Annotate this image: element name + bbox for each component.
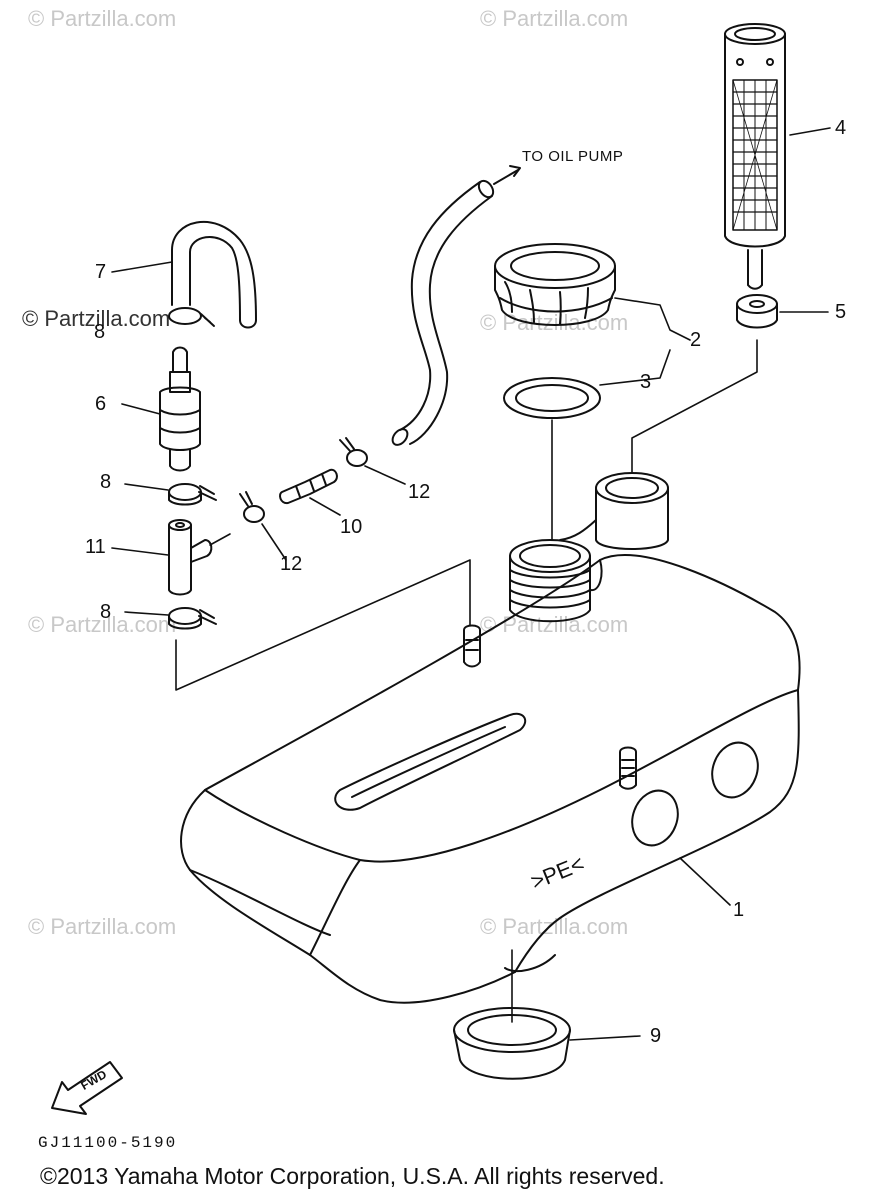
tee-joint-part-11 (168, 519, 213, 596)
filler-cap-part-2 (494, 243, 616, 326)
watermark: © Partzilla.com (28, 914, 177, 939)
to-oil-pump-label: TO OIL PUMP (522, 148, 624, 165)
clamp-part-8-mid (168, 483, 217, 506)
clamp-part-12-right (339, 437, 368, 467)
grommet-part-5 (736, 294, 778, 329)
watermark: © Partzilla.com (28, 612, 177, 637)
watermark-dark: © Partzilla.com (22, 306, 171, 331)
watermark: © Partzilla.com (28, 6, 177, 31)
callout-9: 9 (650, 1025, 662, 1047)
oil-tank-part-1 (180, 554, 801, 1004)
callout-3: 3 (640, 371, 652, 393)
watermark: © Partzilla.com (480, 612, 629, 637)
joint-part-10 (279, 468, 338, 505)
filler-neck (509, 539, 603, 623)
tank-hose-fitting (463, 624, 481, 668)
callout-8: 8 (100, 471, 112, 493)
clamp-part-8-top (168, 307, 215, 327)
strainer-part-4 (724, 23, 786, 290)
clamp-part-8-low (168, 607, 217, 630)
oil-pump-hose (391, 165, 521, 446)
callout-11: 11 (85, 536, 106, 558)
fwd-arrow-icon (51, 1061, 123, 1115)
callout-5: 5 (835, 301, 847, 323)
callout-8: 8 (94, 321, 106, 343)
filter-part-6 (159, 346, 201, 472)
copyright-text: ©2013 Yamaha Motor Corporation, U.S.A. A… (40, 1163, 665, 1189)
watermark: © Partzilla.com (480, 6, 629, 31)
gasket-part-3 (503, 377, 601, 419)
callout-4: 4 (835, 117, 847, 139)
callout-12: 12 (280, 553, 303, 575)
diagram-code: GJ11100-5190 (38, 1134, 178, 1152)
callout-7: 7 (95, 261, 107, 283)
strainer-neck (559, 472, 669, 550)
callout-6: 6 (95, 393, 107, 415)
callout-12: 12 (408, 481, 431, 503)
callout-10: 10 (340, 516, 363, 538)
watermark: © Partzilla.com (480, 914, 629, 939)
clamp-part-12-left (239, 491, 265, 523)
callout-2: 2 (690, 329, 702, 351)
leader-lines (111, 127, 831, 1041)
callout-1: 1 (733, 899, 745, 921)
callout-8: 8 (100, 601, 112, 623)
hose-part-7 (171, 221, 257, 329)
